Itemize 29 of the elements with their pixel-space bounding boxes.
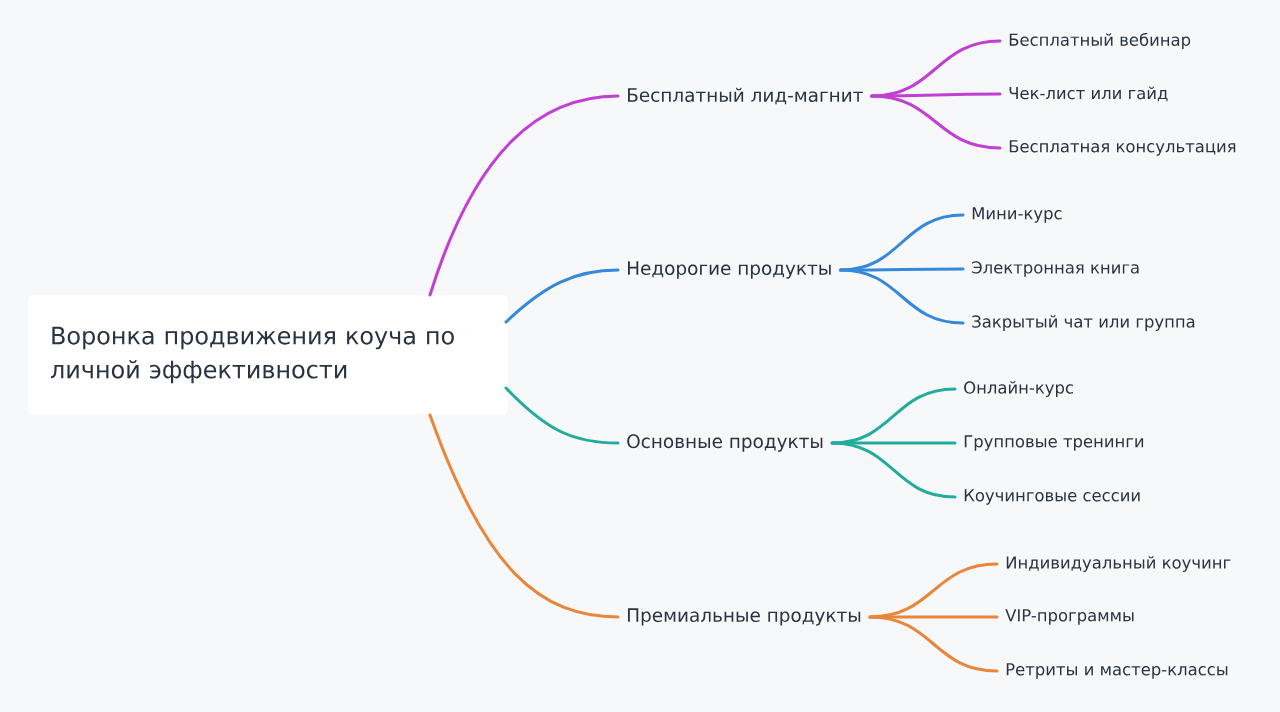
branch-line <box>504 386 620 445</box>
leaf-label: VIP-программы <box>1005 609 1134 625</box>
branch-label: Премиальные продукты <box>628 608 861 626</box>
branch-line <box>830 441 957 445</box>
leaf-label: Ретриты и мастер-классы <box>1006 663 1228 679</box>
leaf-label: Онлайн-курс <box>964 381 1073 397</box>
topic-box: Воронка продвижения коуча по личной эффективности <box>28 295 508 415</box>
branch-label: Бесплатный лид-магнит <box>628 87 863 105</box>
leaf-label: Бесплатная консультация <box>1009 140 1236 156</box>
leaf-label: Бесплатный вебинар <box>1009 32 1191 50</box>
branch-label: Недорогие продукты <box>628 261 831 279</box>
leaf-label: Закрытый чат или группа <box>972 315 1195 331</box>
leaf-label: Чек-лист или гайд <box>1009 86 1168 102</box>
branch-line <box>839 268 965 325</box>
leaf-label: Электронная книга <box>972 261 1139 277</box>
branch-line <box>870 94 1002 150</box>
leaf-label: Коучинговые сессии <box>964 489 1140 505</box>
branch-line <box>839 267 965 272</box>
leaf-label: Индивидуальный коучинг <box>1006 556 1231 572</box>
branch-label: Основные продукты <box>627 434 823 452</box>
branch-line <box>428 94 620 297</box>
branch-line <box>428 413 620 619</box>
branch-line <box>870 92 1002 98</box>
branch-line <box>830 441 957 499</box>
branch-line <box>868 615 999 673</box>
branch-line <box>504 268 620 324</box>
leaf-label: Мини-курс <box>972 207 1062 223</box>
branch-line <box>868 615 999 619</box>
leaf-label: Групповые тренинги <box>964 435 1144 451</box>
